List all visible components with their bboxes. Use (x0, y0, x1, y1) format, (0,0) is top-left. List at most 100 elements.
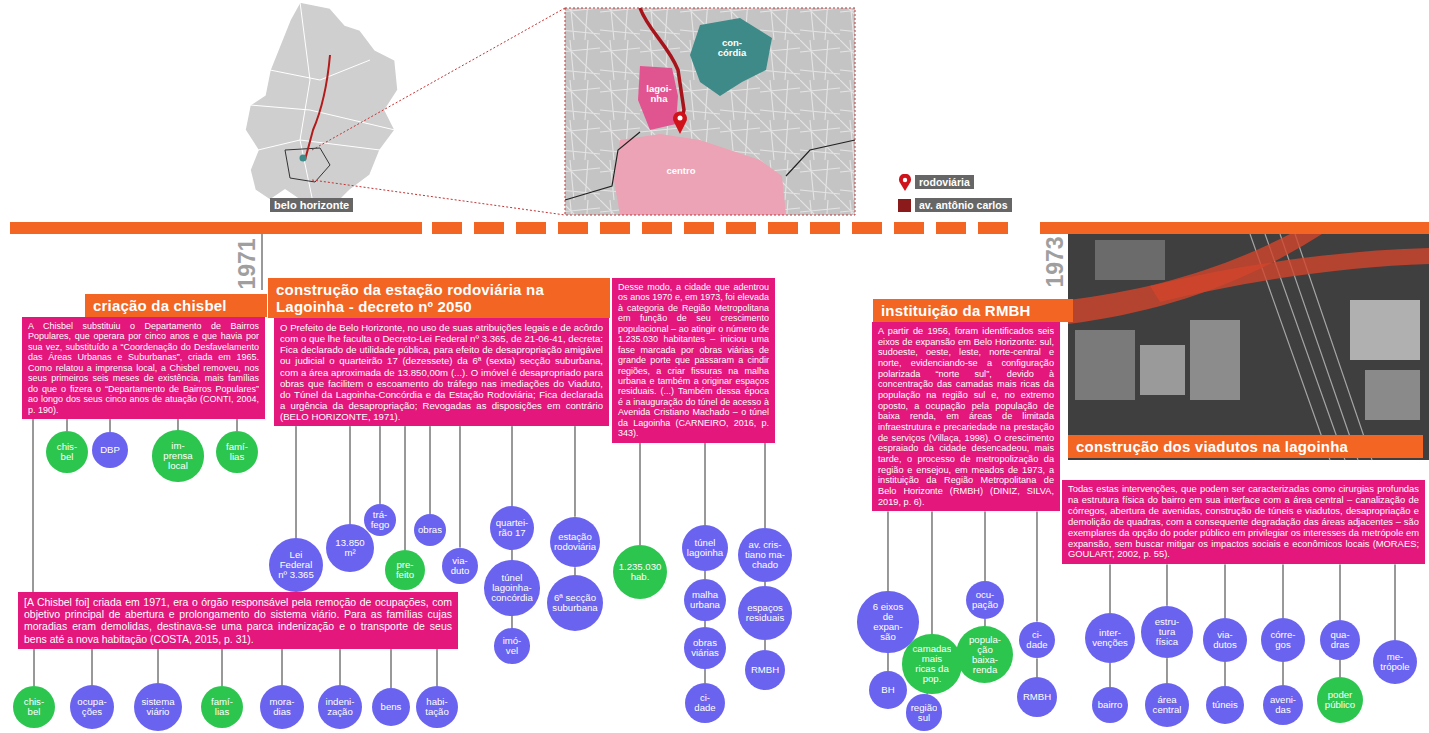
connector-line (158, 649, 159, 683)
connector-line (887, 511, 888, 591)
connector-line (222, 649, 223, 686)
heading-text: construção da estação rodoviária na Lago… (276, 281, 602, 316)
quote-text: A Chisbel substituiu o Departamento de B… (28, 321, 259, 415)
connector-line (391, 649, 392, 688)
keyword-text: me-trópole (1379, 652, 1412, 672)
keyword-text: área central (1151, 695, 1184, 715)
connector-line (437, 649, 438, 686)
keyword-text: av. cris-tiano ma-chado (745, 540, 786, 570)
keyword-circle: ci-dade (685, 683, 725, 723)
heading-text: instituição da RMBH (881, 302, 1065, 319)
connector-line (1036, 511, 1037, 621)
keyword-text: famí-lias (221, 442, 253, 462)
quote-text: O Prefeito de Belo Horizonte, no uso de … (280, 322, 603, 422)
connector-line (350, 426, 351, 524)
keyword-text: imó-vel (499, 636, 525, 656)
keyword-text: trá-fego (369, 510, 390, 530)
bh-map (245, 2, 565, 215)
year-label: 1973 (1042, 234, 1068, 290)
keyword-circle: 6ª secção suburbana (547, 575, 603, 631)
keyword-text: DBP (97, 445, 124, 455)
connector-line (511, 550, 512, 560)
connector-line (379, 426, 380, 504)
keyword-text: córre-gos (1267, 630, 1300, 650)
heading-text: construção dos viadutos na lagoinha (1076, 438, 1415, 455)
connector-line (1395, 564, 1396, 640)
keyword-circle: BH (869, 671, 907, 709)
keyword-text: 6 eixos de expan-são (867, 602, 909, 642)
keyword-circle: famí-lias (216, 431, 258, 473)
zoom-map (565, 8, 855, 215)
map-label: belo horizonte (270, 198, 353, 212)
connector-line (237, 419, 238, 431)
keyword-circle: RMBH (745, 650, 785, 690)
connector-line (985, 511, 986, 581)
keyword-circle: córre-gos (1261, 618, 1305, 662)
keyword-circle: aveni-das (1263, 685, 1303, 725)
keyword-circle: túneis (1206, 686, 1244, 724)
keyword-circle: chis-bel (46, 431, 88, 473)
connector-line (705, 571, 706, 579)
keyword-text: ci-dade (690, 693, 720, 713)
keyword-circle: pre-feito (385, 550, 425, 590)
keyword-text: malha urbana (689, 590, 721, 610)
keyword-circle: túnel lagoinha-concórdia (484, 560, 540, 616)
event-heading: criação da chisbel (85, 294, 267, 317)
keyword-text: via-dutos (1209, 630, 1242, 650)
keyword-text: túnel lagoinha-concórdia (490, 573, 533, 603)
quote-box: Todas estas intervenções, que podem ser … (1062, 480, 1425, 564)
keyword-circle: mora-dias (260, 685, 304, 729)
connector-line (887, 653, 888, 671)
event-heading: construção da estação rodoviária na Lago… (268, 278, 610, 319)
heading-text: criação da chisbel (93, 297, 259, 314)
connector-line (1340, 564, 1341, 620)
keyword-text: pre-feito (390, 560, 420, 580)
connector-line (984, 619, 985, 626)
connector-line (765, 443, 766, 528)
connector-line (405, 426, 406, 550)
keyword-circle: Lei Federal nº 3.365 (269, 538, 323, 592)
keyword-text: 13.850 m² (332, 538, 368, 558)
keyword-text: obras viárias (689, 638, 721, 658)
connector-line (1283, 662, 1284, 685)
keyword-circle: camadas mais ricas da pop. (902, 634, 961, 693)
connector-line (92, 649, 93, 685)
keyword-text: região sul (910, 703, 937, 723)
connector-line (512, 426, 513, 506)
keyword-text: estação rodoviária (553, 532, 596, 552)
keyword-circle: me-trópole (1373, 640, 1417, 684)
connector-line (33, 419, 34, 592)
keyword-circle: via-duto (442, 548, 479, 585)
keyword-circle: famí-lias (201, 686, 243, 728)
connector-line (1166, 658, 1167, 683)
viaduct-photo (1068, 234, 1429, 460)
keyword-text: popula-ção baixa-renda (967, 635, 1003, 675)
connector-line (705, 443, 706, 525)
keyword-text: ci-dade (1023, 630, 1050, 650)
quote-box: Desse modo, a cidade que adentrou os ano… (612, 278, 775, 443)
legend-text: rodoviária (915, 175, 974, 189)
keyword-text: Lei Federal nº 3.365 (276, 550, 317, 580)
keyword-circle: inter-venções (1085, 613, 1135, 663)
keyword-text: via-duto (446, 556, 473, 576)
connector-line (640, 443, 641, 545)
keyword-circle: DBP (92, 432, 128, 468)
keyword-text: 6ª secção suburbana (552, 593, 598, 613)
connector-line (1036, 658, 1037, 677)
connector-line (1340, 660, 1341, 677)
keyword-circle: sistema viário (134, 683, 182, 731)
keyword-circle: bairro (1092, 687, 1128, 723)
keyword-circle: im-prensa local (152, 430, 203, 481)
keyword-text: BH (874, 685, 903, 695)
keyword-circle: trá-fego (364, 504, 396, 536)
keyword-text: quartei-rão 17 (496, 518, 529, 538)
keyword-circle: malha urbana (684, 579, 726, 621)
keyword-circle: RMBH (1017, 677, 1057, 717)
pin-symbol (898, 174, 912, 192)
keyword-text: im-prensa local (159, 441, 197, 471)
keyword-text: indeni-zação (324, 697, 357, 717)
region-label: con-córdia (712, 38, 752, 58)
connector-line (1225, 662, 1226, 686)
keyword-text: camadas mais ricas da pop. (912, 644, 951, 684)
year-label: 1971 (234, 236, 260, 292)
